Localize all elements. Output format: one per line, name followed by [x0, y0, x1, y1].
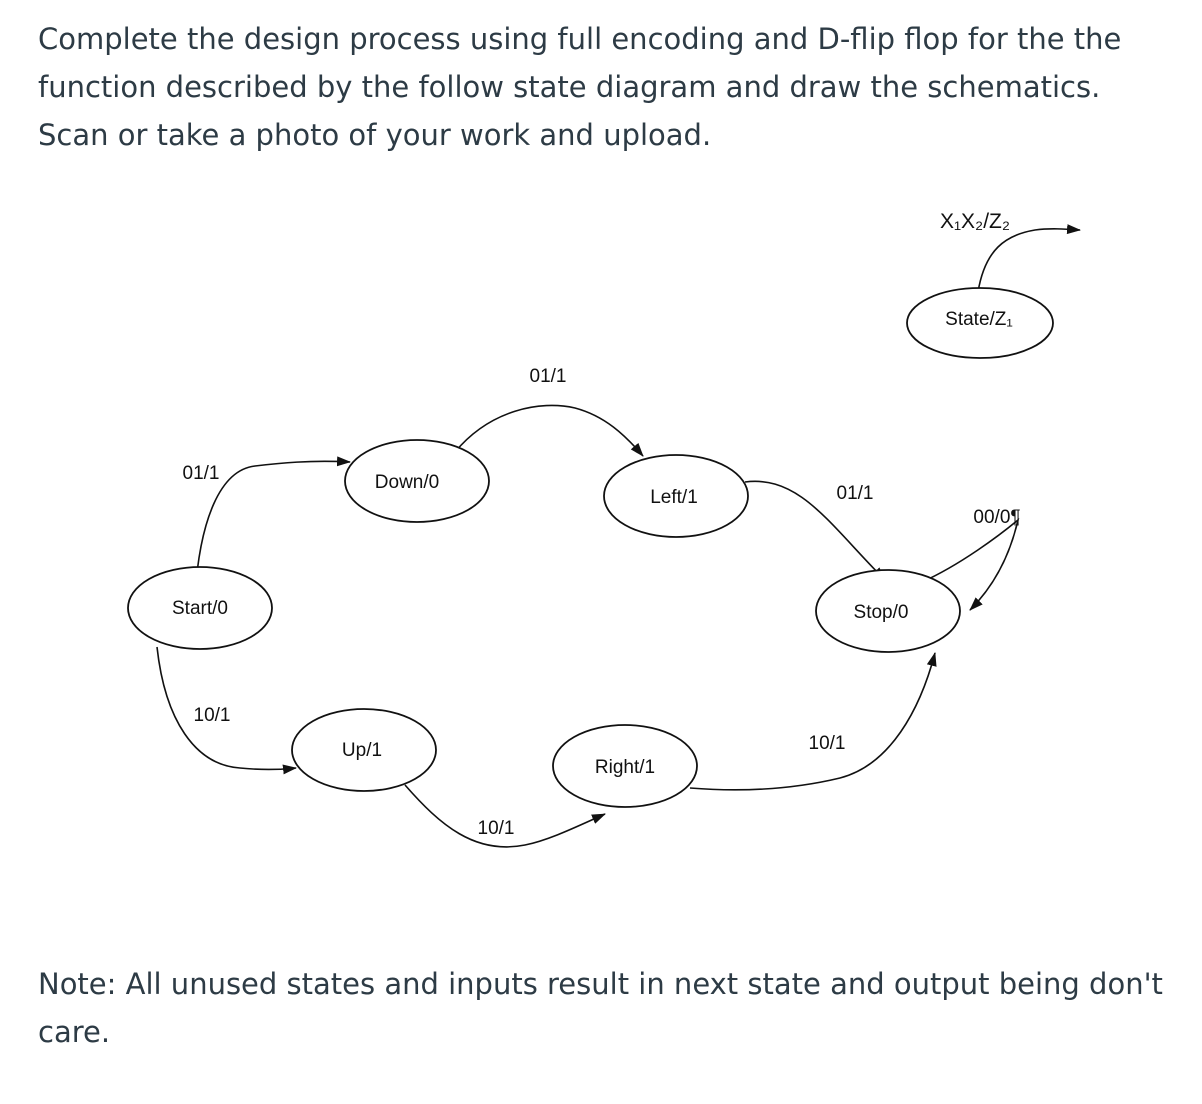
label-start-to-down: 01/1	[183, 463, 220, 484]
state-up	[291, 708, 437, 792]
state-stop	[815, 569, 961, 653]
label-left-to-stop: 01/1	[837, 483, 874, 504]
state-down	[344, 439, 490, 523]
state-up-label: Up/1	[342, 740, 382, 761]
label-up-to-right: 10/1	[478, 818, 515, 839]
question-text: Complete the design process using full e…	[38, 22, 1122, 152]
state-down-label: Down/0	[375, 472, 439, 493]
edge-start-to-down	[194, 456, 351, 596]
state-stop-label: Stop/0	[854, 602, 909, 623]
state-right-label: Right/1	[595, 757, 655, 778]
label-down-to-left: 01/1	[530, 366, 567, 387]
edge-stop-self	[921, 517, 1020, 611]
edge-left-to-stop	[744, 480, 886, 581]
state-start	[127, 566, 273, 650]
legend-state	[906, 287, 1054, 359]
edge-start-to-up	[156, 646, 297, 775]
legend-transition-label: X₁X₂/Z₂	[940, 210, 1010, 233]
label-stop-self: 00/0¶	[973, 507, 1020, 528]
edge-down-to-left	[454, 404, 644, 457]
label-right-to-stop: 10/1	[809, 733, 846, 754]
edge-up-to-right	[404, 784, 606, 848]
label-start-to-up: 10/1	[194, 705, 231, 726]
note-text: Note: All unused states and inputs resul…	[38, 967, 1163, 1049]
state-left-label: Left/1	[650, 487, 698, 508]
edge-right-to-stop	[689, 652, 937, 791]
state-right	[552, 724, 698, 808]
state-start-label: Start/0	[172, 598, 228, 619]
state-diagram: Start/0 Down/0 Left/1 Stop/0 Up/1 Right/…	[127, 210, 1081, 848]
edge-legend	[977, 224, 1081, 293]
legend-state-label: State/Z₁	[945, 309, 1013, 330]
state-left	[603, 454, 749, 538]
